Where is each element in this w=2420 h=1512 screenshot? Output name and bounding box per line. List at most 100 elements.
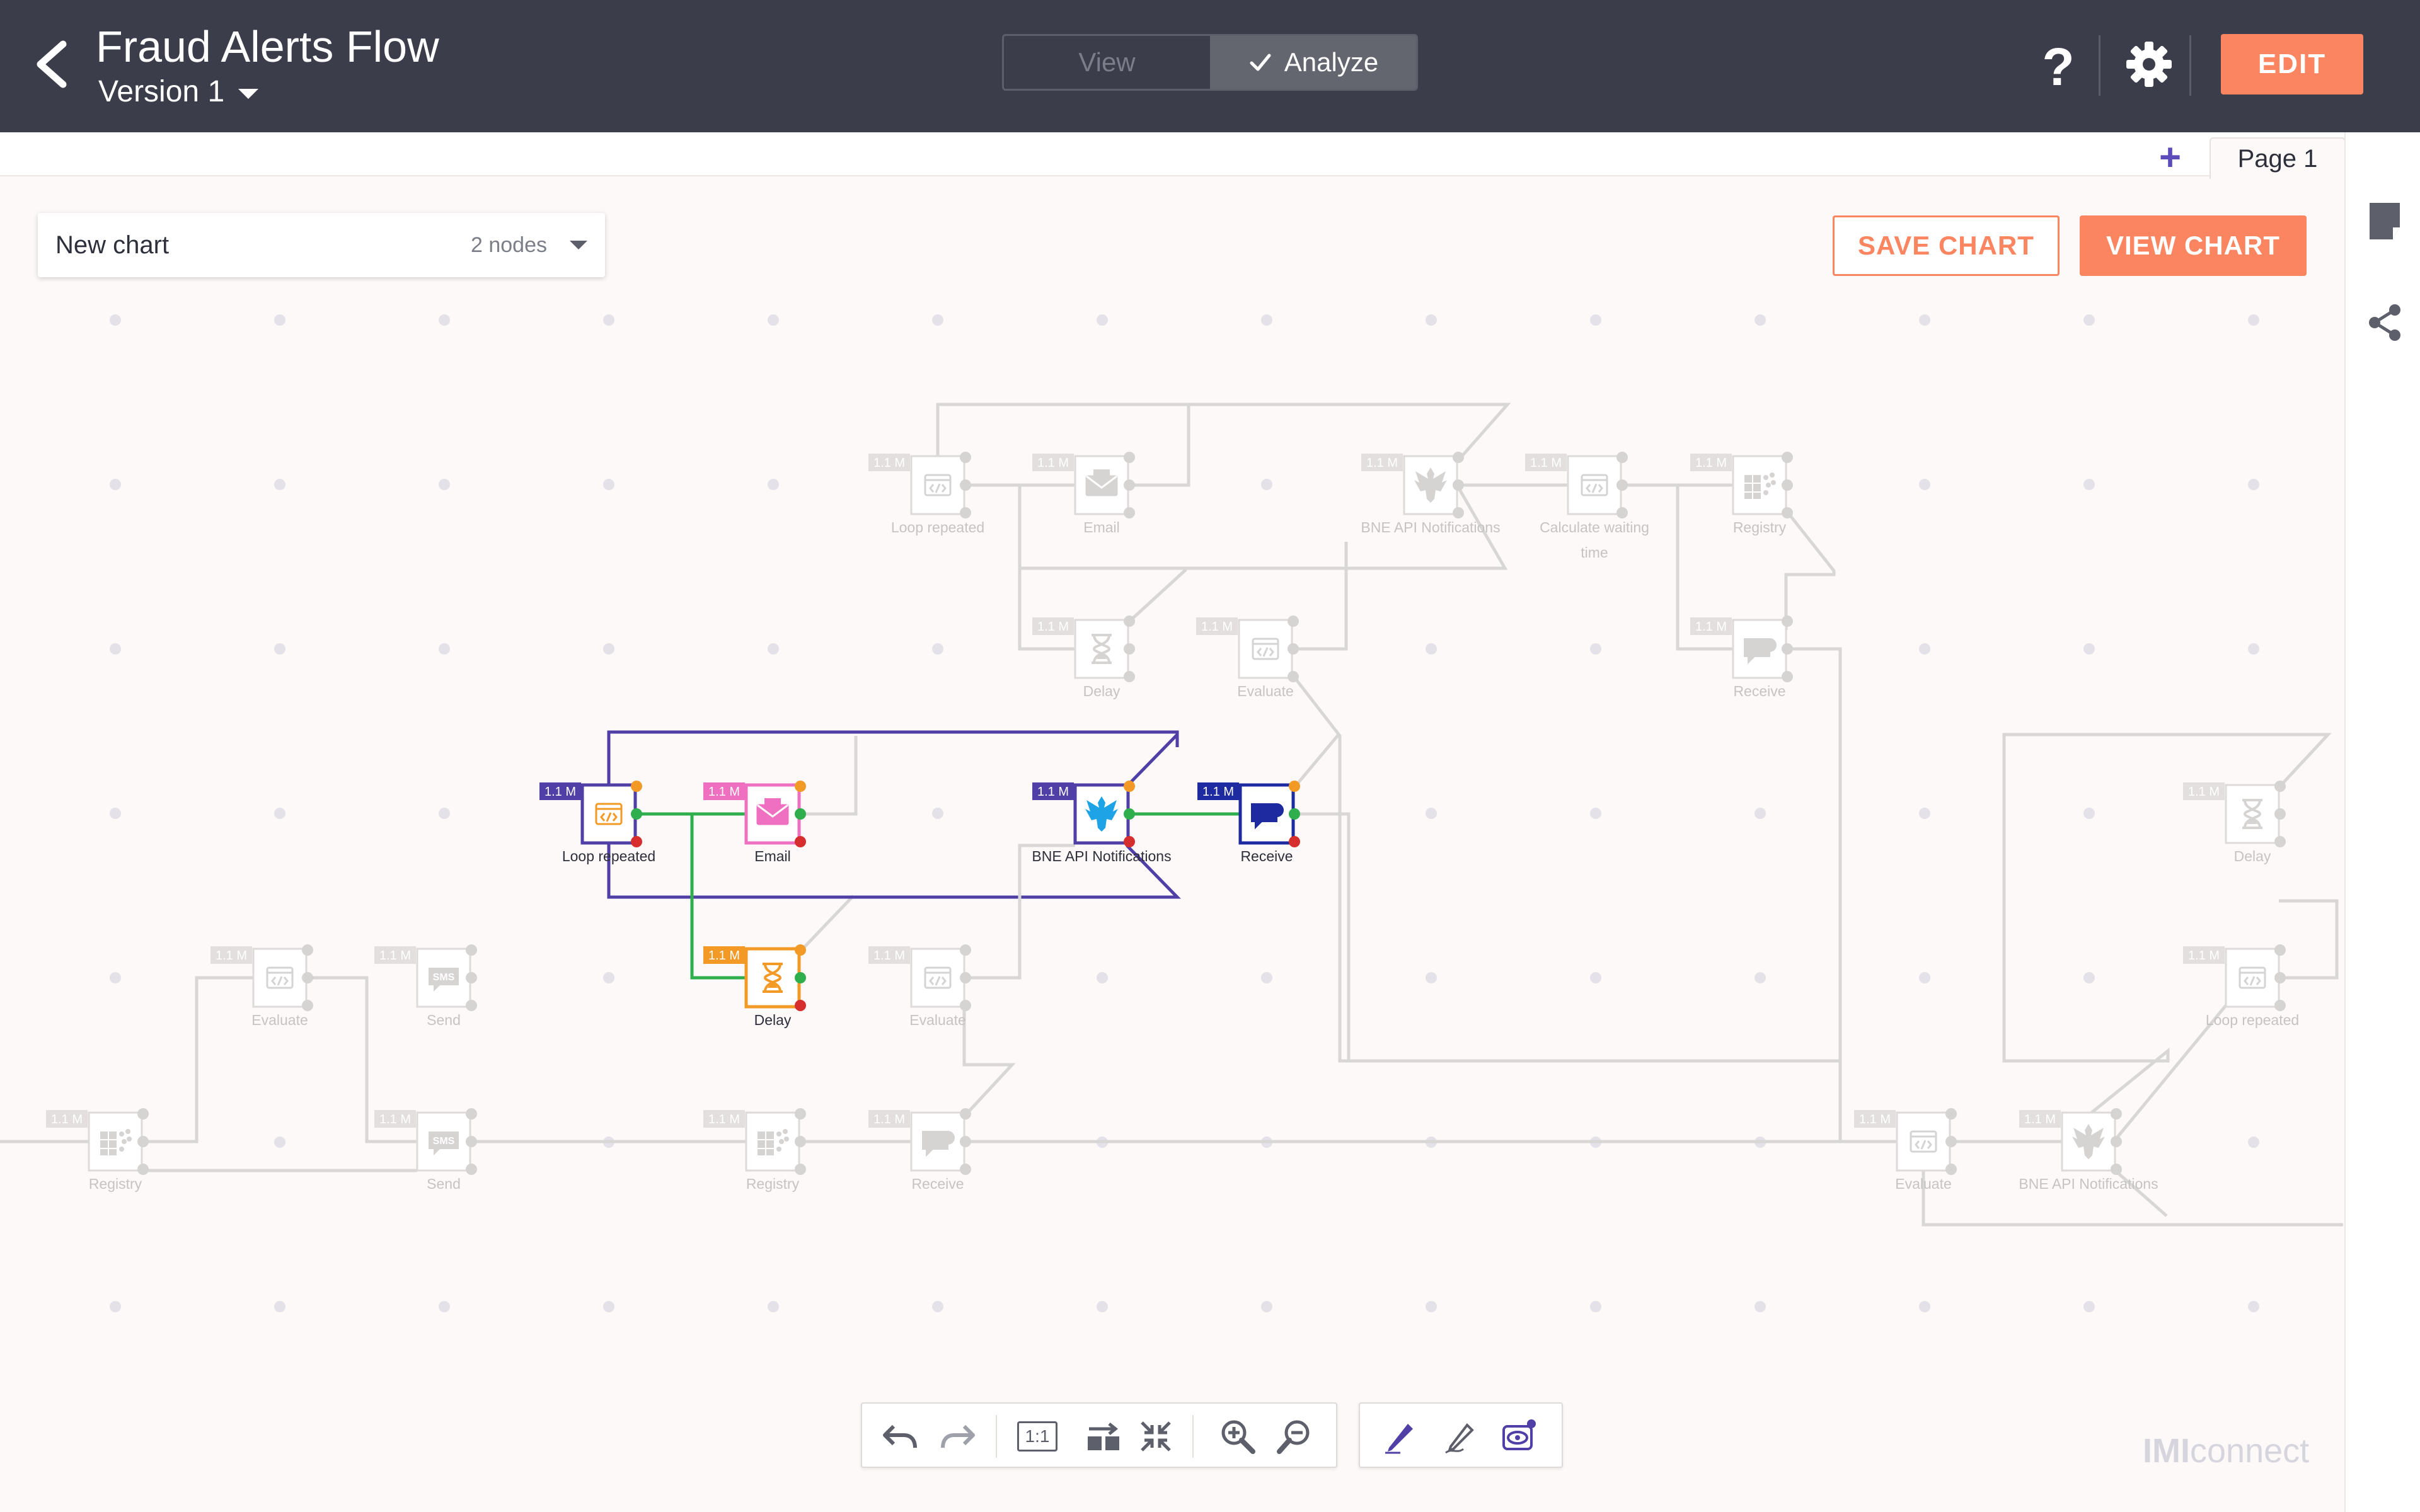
port[interactable] [1453, 479, 1464, 491]
port[interactable] [466, 944, 477, 956]
port[interactable] [1288, 643, 1299, 655]
flow-node[interactable]: 1.1 M [1361, 452, 1464, 518]
port[interactable] [960, 507, 971, 518]
port[interactable] [2274, 944, 2286, 956]
port[interactable] [302, 972, 313, 983]
edit-button[interactable]: EDIT [2221, 34, 2363, 94]
tab-page-1[interactable]: Page 1 [2210, 137, 2346, 179]
port[interactable] [1453, 507, 1464, 518]
port[interactable] [795, 1000, 806, 1011]
port[interactable] [466, 1164, 477, 1175]
port[interactable] [1945, 1164, 1957, 1175]
collapse-icon[interactable] [1137, 1418, 1175, 1455]
save-chart-button[interactable]: SAVE CHART [1833, 215, 2060, 276]
port[interactable] [795, 1136, 806, 1147]
port[interactable] [795, 781, 806, 792]
port[interactable] [1782, 671, 1793, 682]
port[interactable] [1124, 452, 1135, 463]
port[interactable] [631, 808, 642, 820]
port[interactable] [2274, 781, 2286, 792]
port[interactable] [2111, 1136, 2122, 1147]
port[interactable] [2274, 836, 2286, 847]
fit-one-to-one-button[interactable]: 1:1 [1017, 1421, 1057, 1452]
port[interactable] [1124, 507, 1135, 518]
mode-view-button[interactable]: View [1004, 36, 1210, 89]
flow-node[interactable]: 1.1 M [539, 781, 642, 847]
port[interactable] [137, 1108, 149, 1120]
port[interactable] [960, 944, 971, 956]
port[interactable] [631, 836, 642, 847]
port[interactable] [1782, 616, 1793, 627]
share-icon[interactable] [2367, 304, 2402, 341]
flow-node[interactable]: 1.1 M [868, 944, 971, 1011]
chart-selector[interactable]: New chart 2 nodes [38, 213, 605, 277]
port[interactable] [2274, 808, 2286, 820]
flow-node[interactable]: 1.1 M [1854, 1108, 1957, 1175]
mode-analyze-button[interactable]: Analyze [1210, 36, 1416, 89]
add-page-icon[interactable]: + [2159, 136, 2182, 178]
port[interactable] [466, 1136, 477, 1147]
port[interactable] [466, 1000, 477, 1011]
zoom-out-icon[interactable] [1276, 1418, 1313, 1455]
port[interactable] [795, 836, 806, 847]
port[interactable] [960, 452, 971, 463]
undo-icon[interactable] [881, 1418, 919, 1455]
arrange-icon[interactable] [1085, 1418, 1123, 1455]
marker-icon[interactable] [1442, 1418, 1480, 1455]
port[interactable] [302, 944, 313, 956]
flow-node[interactable]: 1.1 M [1197, 781, 1300, 847]
port[interactable] [1782, 479, 1793, 491]
port[interactable] [631, 781, 642, 792]
flow-canvas[interactable]: SMS 1.1 M1.1 M1.1 M1.1 M1.1 M1.1 M1.1 M1… [0, 178, 2343, 1512]
flow-node[interactable]: 1.1 M [2183, 944, 2286, 1011]
port[interactable] [960, 1108, 971, 1120]
zoom-in-icon[interactable] [1219, 1418, 1257, 1455]
port[interactable] [1782, 643, 1793, 655]
port[interactable] [960, 1136, 971, 1147]
port[interactable] [1288, 671, 1299, 682]
port[interactable] [137, 1136, 149, 1147]
port[interactable] [302, 1000, 313, 1011]
port[interactable] [1124, 643, 1135, 655]
flow-node[interactable]: 1.1 M [210, 944, 313, 1011]
flow-node[interactable]: 1.1 M [1196, 616, 1299, 682]
flow-node[interactable]: 1.1 M [1032, 452, 1135, 518]
port[interactable] [1616, 507, 1628, 518]
port[interactable] [795, 1108, 806, 1120]
port[interactable] [1453, 452, 1464, 463]
flow-node[interactable]: 1.1 M [1032, 781, 1135, 847]
port[interactable] [795, 1164, 806, 1175]
port[interactable] [960, 1000, 971, 1011]
note-icon[interactable] [2368, 202, 2401, 241]
flow-node[interactable]: 1.1 M [1032, 616, 1135, 682]
port[interactable] [795, 972, 806, 983]
port[interactable] [1616, 479, 1628, 491]
gear-icon[interactable] [2124, 39, 2174, 89]
visibility-icon[interactable] [1500, 1418, 1538, 1455]
flow-node[interactable]: 1.1 M [2019, 1108, 2122, 1175]
port[interactable] [1945, 1108, 1957, 1120]
flow-node[interactable]: 1.1 M [2183, 781, 2286, 847]
port[interactable] [1289, 808, 1300, 820]
help-icon[interactable]: ? [2042, 37, 2075, 96]
port[interactable] [1616, 452, 1628, 463]
port[interactable] [960, 479, 971, 491]
port[interactable] [1289, 836, 1300, 847]
port[interactable] [1782, 452, 1793, 463]
redo-icon[interactable] [939, 1418, 977, 1455]
port[interactable] [1124, 808, 1135, 820]
flow-node[interactable]: 1.1 M [1525, 452, 1628, 518]
port[interactable] [795, 808, 806, 820]
port[interactable] [2111, 1108, 2122, 1120]
port[interactable] [1124, 836, 1135, 847]
port[interactable] [1288, 616, 1299, 627]
flow-node[interactable]: 1.1 M [1690, 616, 1793, 682]
port[interactable] [1289, 781, 1300, 792]
port[interactable] [1782, 507, 1793, 518]
port[interactable] [1124, 616, 1135, 627]
flow-node[interactable]: 1.1 M [868, 452, 971, 518]
port[interactable] [2111, 1164, 2122, 1175]
port[interactable] [960, 972, 971, 983]
port[interactable] [960, 1164, 971, 1175]
flow-node[interactable]: 1.1 M [374, 1108, 477, 1175]
